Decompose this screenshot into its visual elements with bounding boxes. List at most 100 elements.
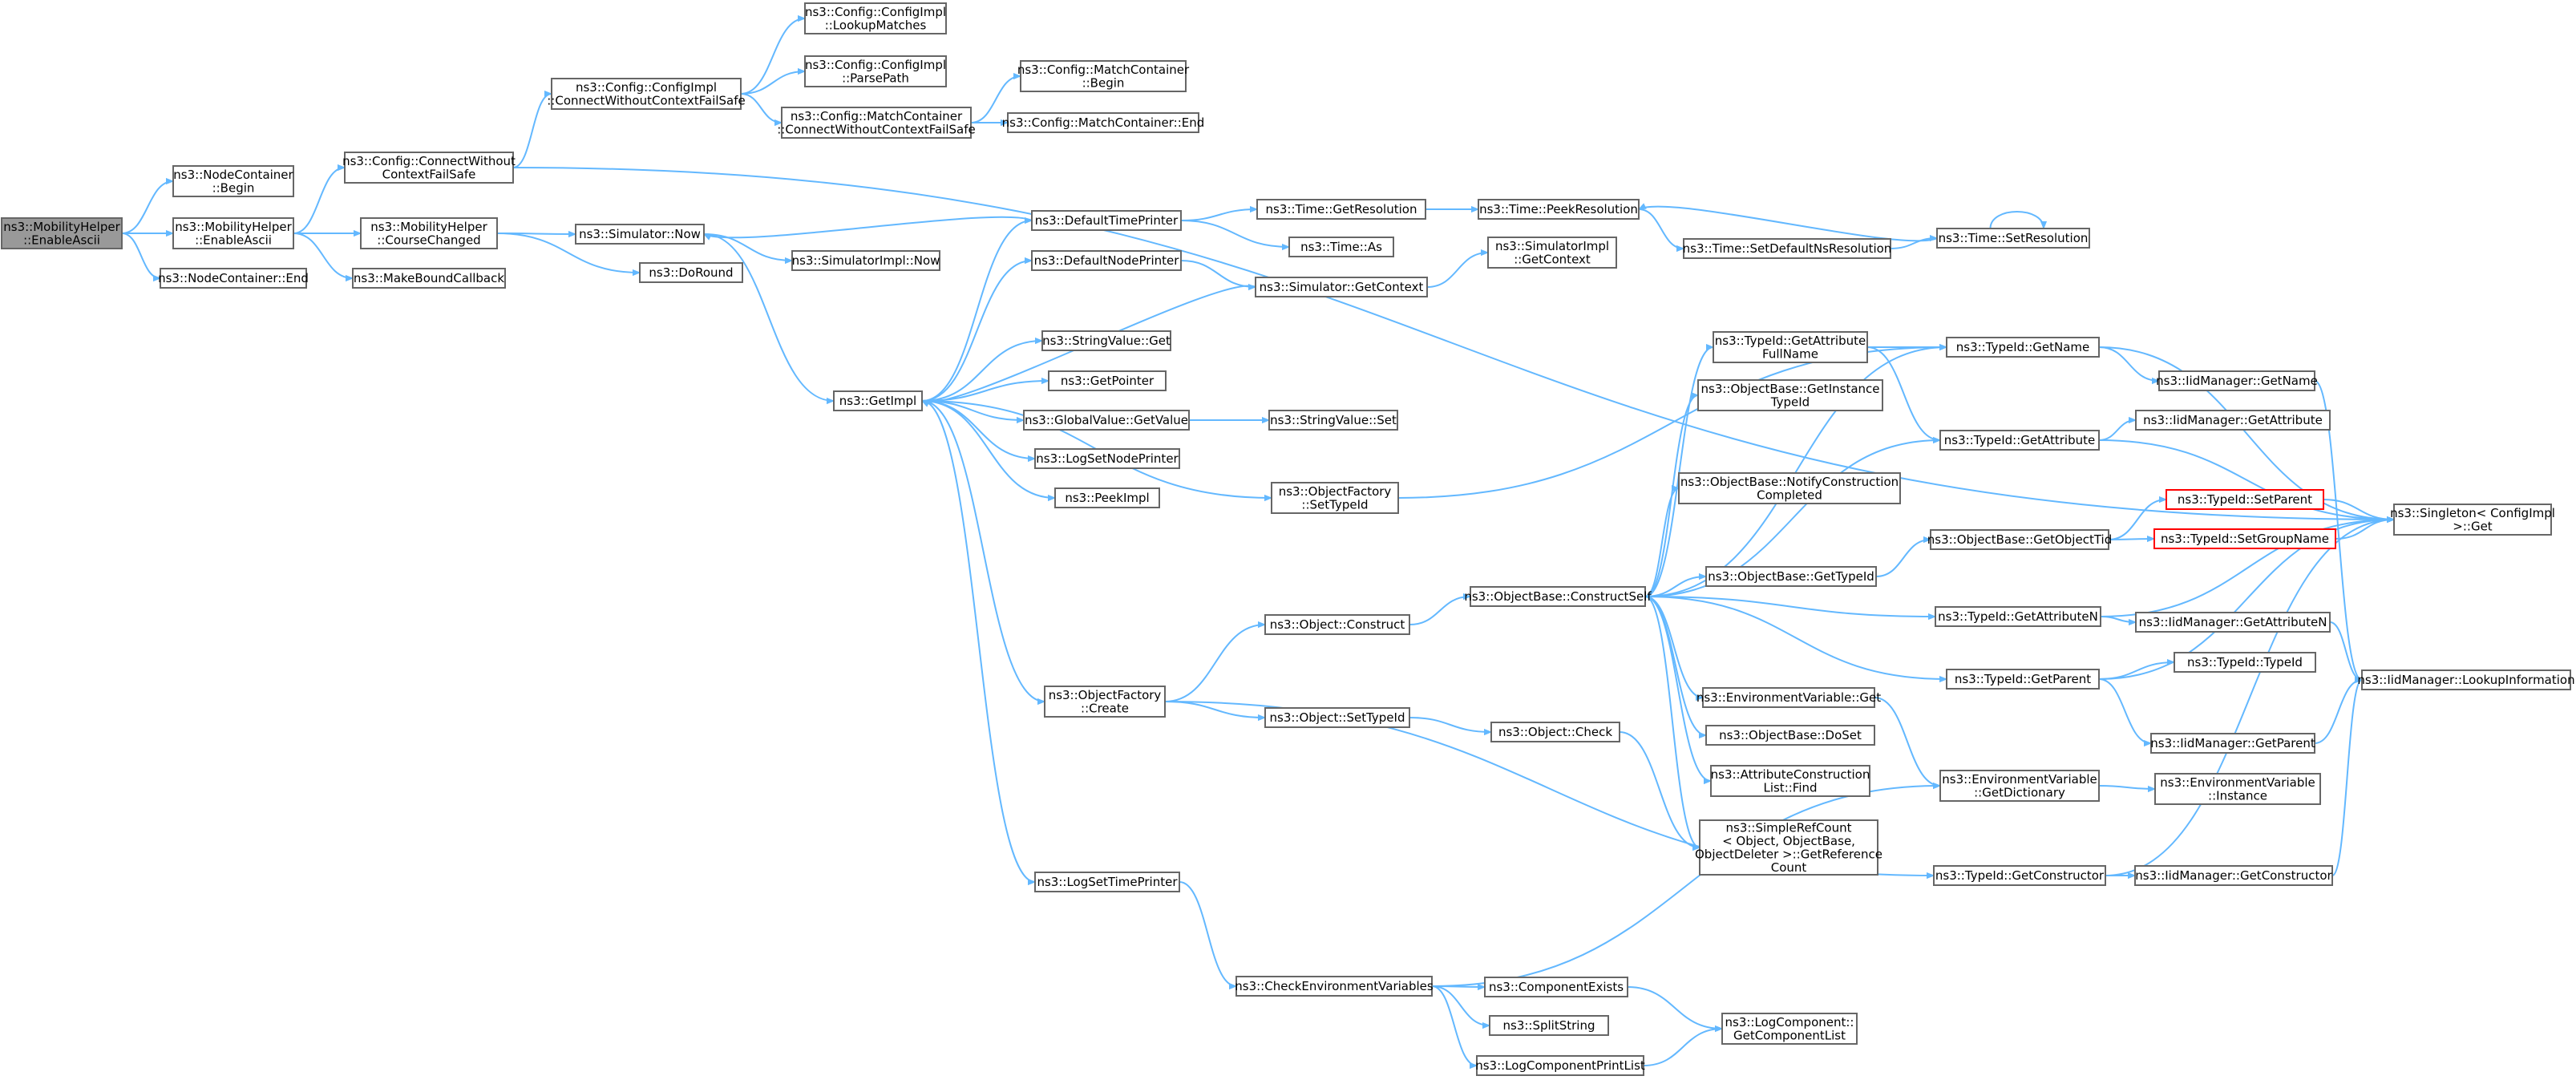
node-nc_begin[interactable]: ns3::NodeContainer::Begin (172, 165, 294, 197)
node-strval_set[interactable]: ns3::StringValue::Set (1268, 410, 1398, 431)
node-label-line: ns3::Config::ConfigImpl (576, 80, 717, 95)
node-tid_getattr[interactable]: ns3::TypeId::GetAttribute (1939, 430, 2100, 451)
node-getimpl[interactable]: ns3::GetImpl (833, 390, 923, 411)
node-env_get[interactable]: ns3::EnvironmentVariable::Get (1696, 687, 1881, 708)
node-deftimeprinter[interactable]: ns3::DefaultTimePrinter (1031, 210, 1182, 231)
node-box (2158, 370, 2315, 391)
node-simimpl_getcontext[interactable]: ns3::SimulatorImpl::GetContext (1487, 237, 1617, 269)
node-srefcount[interactable]: ns3::SimpleRefCount< Object, ObjectBase,… (1695, 819, 1882, 876)
node-tid_getconstructor[interactable]: ns3::TypeId::GetConstructor (1933, 865, 2106, 886)
node-label-line: ns3::LogSetTimePrinter (1037, 875, 1178, 889)
node-label-line: ns3::PeekImpl (1065, 491, 1149, 505)
node-makebound[interactable]: ns3::MakeBoundCallback (352, 268, 506, 289)
node-ob_constructself[interactable]: ns3::ObjectBase::ConstructSelf (1464, 586, 1652, 607)
node-strval_get[interactable]: ns3::StringValue::Get (1041, 330, 1171, 351)
edge-getimpl-to-getpointer (921, 381, 1049, 402)
node-iid_lookupinfo[interactable]: ns3::IidManager::LookupInformation (2357, 669, 2575, 690)
node-mc_begin[interactable]: ns3::Config::MatchContainer::Begin (1017, 60, 1190, 92)
node-doround[interactable]: ns3::DoRound (639, 262, 743, 283)
edge-mh_course-to-doround (496, 233, 640, 273)
node-env_getdict[interactable]: ns3::EnvironmentVariable::GetDictionary (1939, 770, 2100, 802)
node-box (2150, 733, 2315, 754)
node-time_getres[interactable]: ns3::Time::GetResolution (1256, 199, 1426, 220)
node-peekimpl[interactable]: ns3::PeekImpl (1054, 487, 1160, 508)
node-defnodeprinter[interactable]: ns3::DefaultNodePrinter (1031, 250, 1182, 271)
node-time_peekres[interactable]: ns3::Time::PeekResolution (1478, 199, 1640, 220)
node-tid_typeid[interactable]: ns3::TypeId::TypeId (2174, 652, 2316, 673)
node-cfgimpl_parse[interactable]: ns3::Config::ConfigImpl::ParsePath (804, 55, 947, 87)
node-box (1268, 410, 1398, 431)
node-tid_setgroupname[interactable]: ns3::TypeId::SetGroupName (2153, 528, 2336, 549)
node-sim_now[interactable]: ns3::Simulator::Now (575, 224, 705, 245)
node-box (1256, 199, 1426, 220)
node-label-line: ns3::DefaultNodePrinter (1034, 253, 1180, 268)
node-box (1255, 277, 1428, 297)
node-obj_construct[interactable]: ns3::Object::Construct (1264, 614, 1410, 635)
node-label-line: ns3::GetPointer (1061, 374, 1155, 388)
node-ob_doset[interactable]: ns3::ObjectBase::DoSet (1705, 725, 1875, 746)
node-ob_gettypeid[interactable]: ns3::ObjectBase::GetTypeId (1705, 566, 1877, 587)
edge-time_setres-to-time_setres (1989, 211, 2044, 229)
node-box (1721, 1013, 1858, 1045)
node-iid_getname[interactable]: ns3::IidManager::GetName (2156, 370, 2318, 391)
node-label-line: ::Begin (212, 180, 255, 195)
node-box (1683, 238, 1891, 259)
node-time_as[interactable]: ns3::Time::As (1288, 237, 1394, 257)
node-iid_getparent[interactable]: ns3::IidManager::GetParent (2150, 733, 2315, 754)
node-singleton_get[interactable]: ns3::Singleton< ConfigImpl >::Get (2390, 504, 2555, 536)
node-logcomp_getlist[interactable]: ns3::LogComponent::GetComponentList (1721, 1013, 1858, 1045)
node-time_setdefns[interactable]: ns3::Time::SetDefaultNsResolution (1683, 238, 1892, 259)
node-nc_end[interactable]: ns3::NodeContainer::End (158, 268, 309, 289)
node-box (1031, 210, 1182, 231)
node-tid_getname[interactable]: ns3::TypeId::GetName (1946, 337, 2100, 358)
node-mc_end[interactable]: ns3::Config::MatchContainer::End (1002, 112, 1205, 133)
node-box (1489, 1015, 1609, 1036)
edge-ob_constructself-to-srefcount (1644, 596, 1700, 847)
node-obj_check[interactable]: ns3::Object::Check (1490, 722, 1620, 742)
edge-obj_construct-to-ob_constructself (1409, 597, 1470, 625)
node-tid_getattrn[interactable]: ns3::TypeId::GetAttributeN (1935, 606, 2101, 627)
node-cfgimpl_lookup[interactable]: ns3::Config::ConfigImpl::LookupMatches (804, 2, 947, 34)
node-label-line: < Object, ObjectBase, (1722, 834, 1855, 848)
node-root[interactable]: ns3::MobilityHelper::EnableAscii (1, 217, 123, 249)
edge-tid_getattr-to-singleton_get (2098, 439, 2394, 520)
node-logsettime[interactable]: ns3::LogSetTimePrinter (1034, 872, 1180, 892)
node-label-line: Completed (1757, 487, 1822, 502)
node-obj_settypeid[interactable]: ns3::Object::SetTypeId (1264, 707, 1410, 728)
node-mc_connect[interactable]: ns3::Config::MatchContainer::ConnectWith… (777, 107, 976, 139)
node-label-line: ::CourseChanged (377, 233, 480, 247)
node-sim_getcontext[interactable]: ns3::Simulator::GetContext (1255, 277, 1428, 297)
node-cfgimpl_connect[interactable]: ns3::Config::ConfigImpl::ConnectWithoutC… (547, 78, 746, 110)
edge-tid_getname-to-singleton_get (2098, 346, 2394, 520)
node-comp_exists[interactable]: ns3::ComponentExists (1484, 977, 1628, 997)
node-check_env[interactable]: ns3::CheckEnvironmentVariables (1235, 976, 1434, 997)
node-iid_getattrn[interactable]: ns3::IidManager::GetAttributeN (2135, 612, 2331, 633)
node-ob_getobjecttid[interactable]: ns3::ObjectBase::GetObjectTid (1927, 529, 2112, 550)
node-logcompprintlist[interactable]: ns3::LogComponentPrintList (1475, 1055, 1645, 1076)
node-ob_notify[interactable]: ns3::ObjectBase::NotifyConstructionCompl… (1678, 472, 1901, 504)
node-cfg_connect[interactable]: ns3::Config::ConnectWithoutContextFailSa… (342, 152, 516, 184)
node-time_setres[interactable]: ns3::Time::SetResolution (1936, 228, 2090, 249)
node-splitstring[interactable]: ns3::SplitString (1489, 1015, 1609, 1036)
node-tid_setparent[interactable]: ns3::TypeId::SetParent (2166, 489, 2324, 510)
node-label-line: ::LookupMatches (825, 18, 927, 32)
node-iid_getconstructor[interactable]: ns3::IidManager::GetConstructor (2134, 865, 2333, 886)
node-mh_enableascii[interactable]: ns3::MobilityHelper::EnableAscii (172, 217, 294, 249)
node-tid_getparent[interactable]: ns3::TypeId::GetParent (1946, 669, 2100, 690)
node-mh_course[interactable]: ns3::MobilityHelper::CourseChanged (360, 217, 498, 249)
node-simimpl_now[interactable]: ns3::SimulatorImpl::Now (791, 250, 940, 271)
node-getpointer[interactable]: ns3::GetPointer (1048, 370, 1167, 391)
edge-cfgimpl_connect-to-cfgimpl_lookup (740, 18, 806, 95)
node-label-line: ::EnableAscii (23, 233, 100, 247)
edge-sim_getcontext-to-simimpl_getcontext (1426, 253, 1488, 288)
node-gv_getvalue[interactable]: ns3::GlobalValue::GetValue (1023, 410, 1190, 431)
node-env_instance[interactable]: ns3::EnvironmentVariable::Instance (2154, 773, 2321, 805)
node-label-line: ns3::ObjectBase::GetTypeId (1708, 569, 1874, 584)
node-of_create[interactable]: ns3::ObjectFactory::Create (1044, 686, 1166, 718)
node-iid_getattr[interactable]: ns3::IidManager::GetAttribute (2135, 410, 2331, 431)
node-logsetnode[interactable]: ns3::LogSetNodePrinter (1034, 448, 1180, 469)
node-of_settypeid[interactable]: ns3::ObjectFactory::SetTypeId (1271, 482, 1399, 514)
